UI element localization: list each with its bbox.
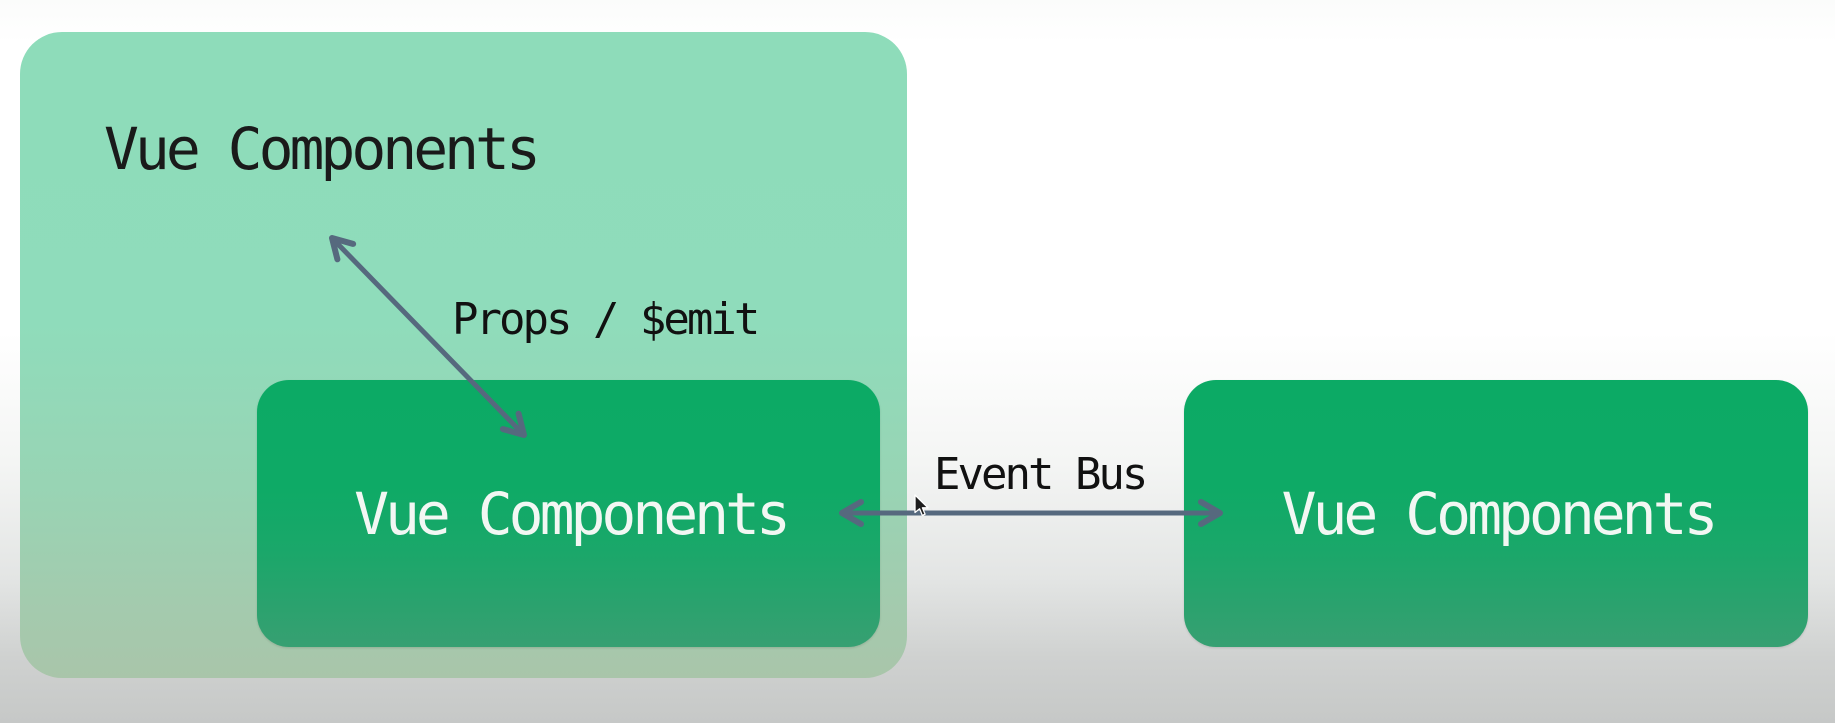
standalone-vue-component-box: Vue Components [1184, 380, 1808, 647]
standalone-vue-component-label: Vue Components [1281, 479, 1719, 548]
props-emit-label: Props / $emit [452, 294, 760, 345]
vue-components-group-label: Vue Components [104, 115, 541, 183]
event-bus-label: Event Bus [934, 449, 1148, 500]
mouse-cursor-icon [914, 494, 929, 517]
child-vue-component-box: Vue Components [257, 380, 880, 647]
child-vue-component-label: Vue Components [354, 479, 791, 548]
